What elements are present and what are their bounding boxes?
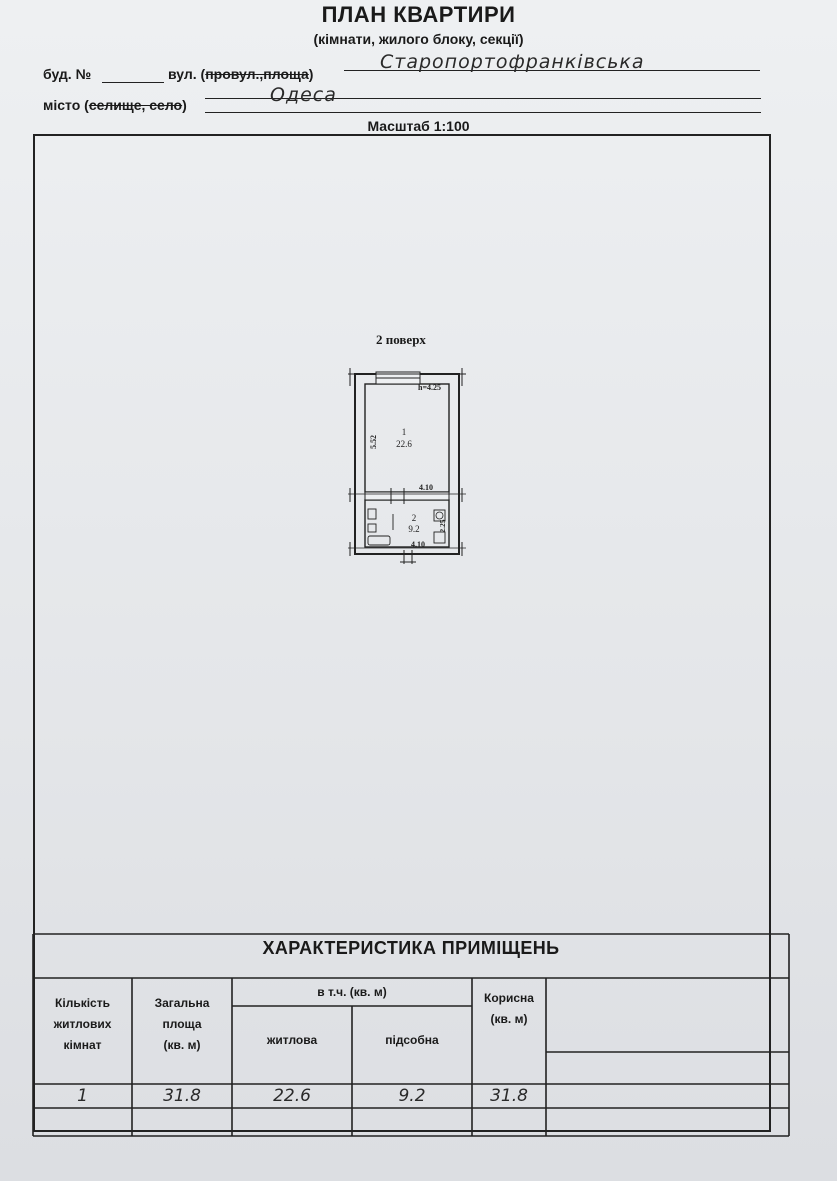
heater-icon	[433, 531, 446, 544]
stove-burner-icon	[435, 511, 444, 520]
sink-icon	[367, 508, 377, 520]
city-label: місто (селище, село)	[43, 97, 187, 113]
city-upper-line	[205, 98, 761, 99]
room-1-number: 1	[402, 427, 407, 437]
room-1-area: 22.6	[396, 439, 412, 449]
col-living-header: житлова	[266, 1033, 318, 1047]
room-height: h=4.25	[418, 383, 441, 392]
room-2-length: 2.25	[438, 519, 447, 532]
characteristics-title: ХАРАКТЕРИСТИКА ПРИМІЩЕНЬ	[262, 938, 560, 958]
document-subtitle: (кімнати, жилого блоку, секції)	[313, 31, 524, 47]
floor-label: 2 поверх	[376, 332, 426, 347]
col-including-header: в т.ч. (кв. м)	[317, 985, 387, 999]
room-2-number: 2	[412, 513, 417, 523]
toilet-icon	[367, 523, 377, 533]
room-2-width: 4.10	[411, 540, 425, 549]
value-living: 22.6	[273, 1086, 311, 1106]
document-title: ПЛАН КВАРТИРИ	[321, 2, 516, 27]
col-rooms-header: Кількість житлових кімнат	[53, 996, 112, 1052]
street-value: Старопортофранківська	[380, 51, 645, 73]
street-label: вул. (провул.,площа)	[168, 66, 314, 82]
building-number-line	[102, 82, 164, 83]
value-rooms: 1	[77, 1086, 88, 1106]
room-1-width: 4.10	[419, 483, 433, 492]
bathtub-icon	[367, 535, 391, 546]
partition-wall	[364, 491, 450, 501]
col-auxiliary-header: підсобна	[385, 1033, 439, 1047]
floor-plan-drawing: h=4.25 1 22.6 5.52 4.10 2 9.2 2.25 4.10	[348, 368, 466, 564]
stove-icon	[433, 509, 446, 522]
street-line	[344, 70, 760, 71]
value-auxiliary: 9.2	[398, 1086, 426, 1106]
col-total-header: Загальна площа (кв. м)	[154, 996, 210, 1052]
room-1-length: 5.52	[369, 435, 378, 449]
building-label: буд. №	[43, 66, 92, 82]
plan-frame	[33, 134, 771, 1132]
col-useful-header: Корисна (кв. м)	[484, 991, 534, 1026]
scale-label: Масштаб 1:100	[367, 118, 470, 134]
value-useful: 31.8	[490, 1086, 528, 1106]
room-2-area: 9.2	[408, 524, 419, 534]
city-line	[205, 112, 761, 113]
city-value: Одеса	[270, 84, 337, 106]
value-total: 31.8	[163, 1086, 201, 1106]
